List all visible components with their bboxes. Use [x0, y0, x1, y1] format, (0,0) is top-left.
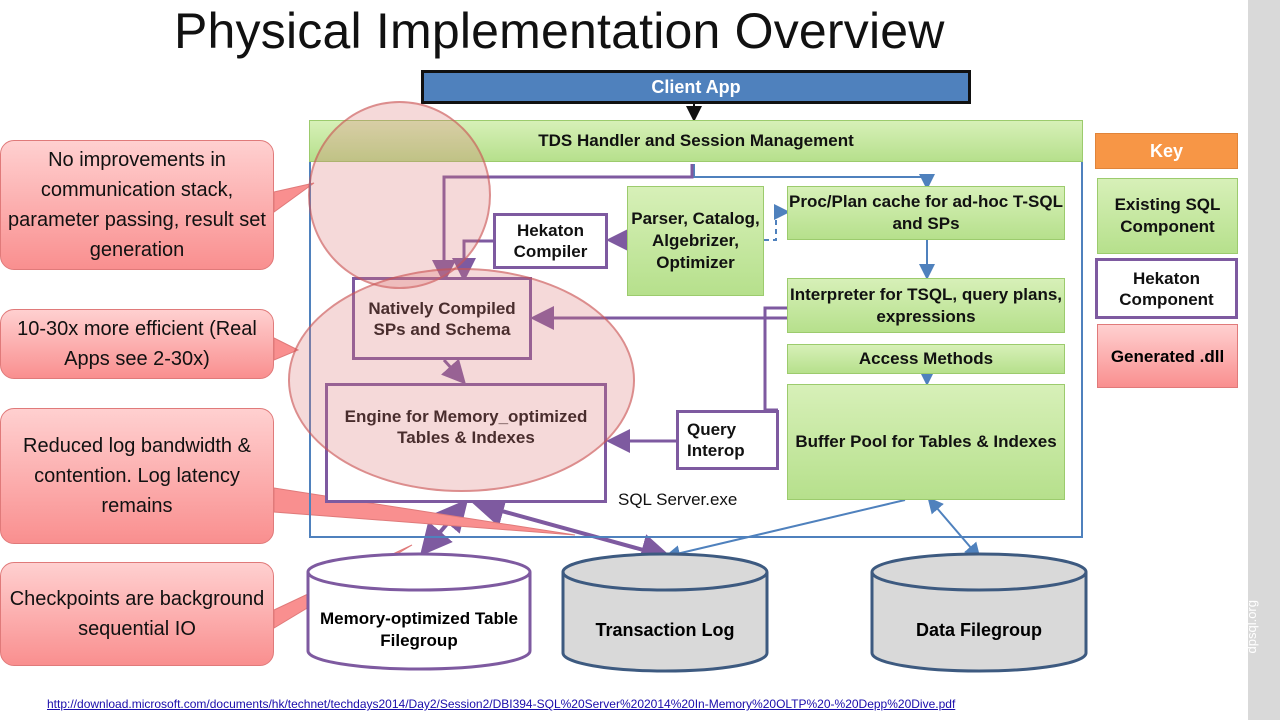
memory-filegroup-cylinder [306, 552, 532, 671]
callout-pointer-2 [273, 337, 300, 361]
source-link[interactable]: http://download.microsoft.com/documents/… [47, 697, 956, 711]
highlight-ellipse-engine [288, 268, 635, 492]
arrow-buffer-txlog [664, 499, 906, 562]
buffer-pool-box: Buffer Pool for Tables & Indexes [787, 384, 1065, 500]
key-generated-box: Generated .dll [1097, 324, 1238, 388]
callout-checkpoints: Checkpoints are background sequential IO [0, 562, 274, 666]
callout-pointer-1 [273, 182, 315, 213]
key-header: Key [1095, 133, 1238, 169]
hekaton-compiler-box: Hekaton Compiler [493, 213, 608, 269]
transaction-log-cylinder [561, 552, 769, 673]
callout-communication-text: No improvements in communication stack, … [8, 149, 266, 261]
plan-cache-label: Proc/Plan cache for ad-hoc T-SQL and SPs [789, 192, 1063, 233]
callout-log-bandwidth-text: Reduced log bandwidth & contention. Log … [23, 435, 251, 517]
arrow-engine-txlog [472, 495, 673, 566]
arrow-parser-plancache [764, 204, 790, 241]
hekaton-compiler-label: Hekaton Compiler [513, 221, 588, 261]
client-app-box: Client App [421, 70, 971, 104]
key-title: Key [1149, 140, 1184, 161]
callout-efficiency-text: 10-30x more efficient (Real Apps see 2-3… [17, 318, 257, 370]
parser-box: Parser, Catalog, Algebrizer, Optimizer [627, 186, 764, 296]
transaction-log-label: Transaction Log [595, 619, 735, 640]
key-existing-label: Existing SQL Component [1114, 195, 1221, 236]
callout-log-bandwidth: Reduced log bandwidth & contention. Log … [0, 408, 274, 544]
tds-handler-label: TDS Handler and Session Management [538, 131, 854, 150]
page-title: Physical Implementation Overview [174, 3, 945, 59]
callout-checkpoints-text: Checkpoints are background sequential IO [9, 588, 265, 640]
access-methods-label: Access Methods [858, 349, 994, 368]
interpreter-label: Interpreter for TSQL, query plans, expre… [789, 284, 1063, 326]
access-methods-box: Access Methods [787, 344, 1065, 374]
memory-filegroup-label: Memory-optimized Table Filegroup [319, 609, 519, 650]
sql-server-exe-label: SQL Server.exe [618, 490, 738, 509]
key-generated-label: Generated .dll [1110, 346, 1225, 366]
highlight-ellipse-tds [308, 101, 491, 289]
key-hekaton-label: Hekaton Component [1119, 268, 1214, 309]
callout-communication: No improvements in communication stack, … [0, 140, 274, 270]
data-filegroup-label: Data Filegroup [915, 619, 1042, 640]
client-app-label: Client App [651, 76, 741, 97]
plan-cache-box: Proc/Plan cache for ad-hoc T-SQL and SPs [787, 186, 1065, 240]
arrow-engine-memfg [419, 498, 469, 557]
interpreter-box: Interpreter for TSQL, query plans, expre… [787, 278, 1065, 333]
query-interop-box: Query Interop [676, 410, 779, 470]
key-hekaton-box: Hekaton Component [1095, 258, 1238, 319]
key-existing-box: Existing SQL Component [1097, 178, 1238, 254]
query-interop-label: Query Interop [687, 420, 745, 460]
watermark: dpsql.org [1244, 600, 1259, 654]
arrow-buffer-datafg [927, 496, 981, 560]
arrow-tds-plancache [693, 164, 935, 190]
data-filegroup-cylinder [870, 552, 1088, 673]
side-strip [1248, 0, 1280, 720]
parser-label: Parser, Catalog, Algebrizer, Optimizer [631, 209, 760, 272]
callout-efficiency: 10-30x more efficient (Real Apps see 2-3… [0, 309, 274, 379]
buffer-pool-label: Buffer Pool for Tables & Indexes [795, 432, 1057, 451]
